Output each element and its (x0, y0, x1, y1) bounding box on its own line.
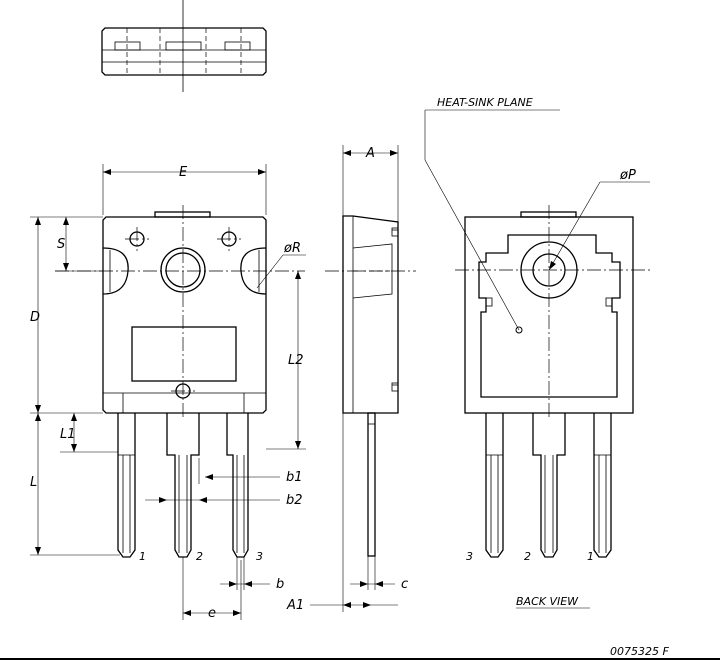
back-annotations: HEAT-SINK PLANE øP BACK VIEW (424, 96, 650, 609)
back-view: 3 2 1 (455, 205, 650, 563)
dim-L2-label: L2 (288, 353, 304, 368)
dim-D-label: D (30, 310, 40, 325)
dim-L1-label: L1 (60, 427, 76, 442)
dim-L-label: L (30, 475, 37, 490)
dim-E-label: E (179, 165, 188, 180)
back-pin-1-label: 1 (587, 550, 594, 563)
front-view: 1 2 3 (55, 205, 305, 563)
dim-A1-label: A1 (286, 598, 304, 613)
dim-phiP-label: øP (619, 168, 636, 183)
back-view-label: BACK VIEW (516, 595, 579, 608)
pin-1-label: 1 (139, 550, 146, 563)
heat-sink-label: HEAT-SINK PLANE (437, 96, 533, 109)
dim-S-label: S (57, 237, 65, 252)
dim-c-label: c (401, 577, 408, 592)
pin-2-label: 2 (196, 550, 203, 563)
dim-b1-label: b1 (286, 470, 303, 485)
dim-b2-label: b2 (286, 493, 303, 508)
front-dimensions: E D S L1 L L2 øR b1 (30, 164, 306, 621)
side-view: A c A1 (286, 145, 416, 613)
dim-A-label: A (365, 146, 375, 161)
dim-phiR-label: øR (283, 241, 301, 256)
back-pin-2-label: 2 (524, 550, 531, 563)
reference-number: 0075325 F (610, 645, 669, 658)
dim-e-label: e (208, 606, 216, 621)
top-view (101, 0, 267, 92)
dim-b-label: b (276, 577, 284, 592)
back-pin-3-label: 3 (466, 550, 473, 563)
pin-3-label: 3 (256, 550, 263, 563)
